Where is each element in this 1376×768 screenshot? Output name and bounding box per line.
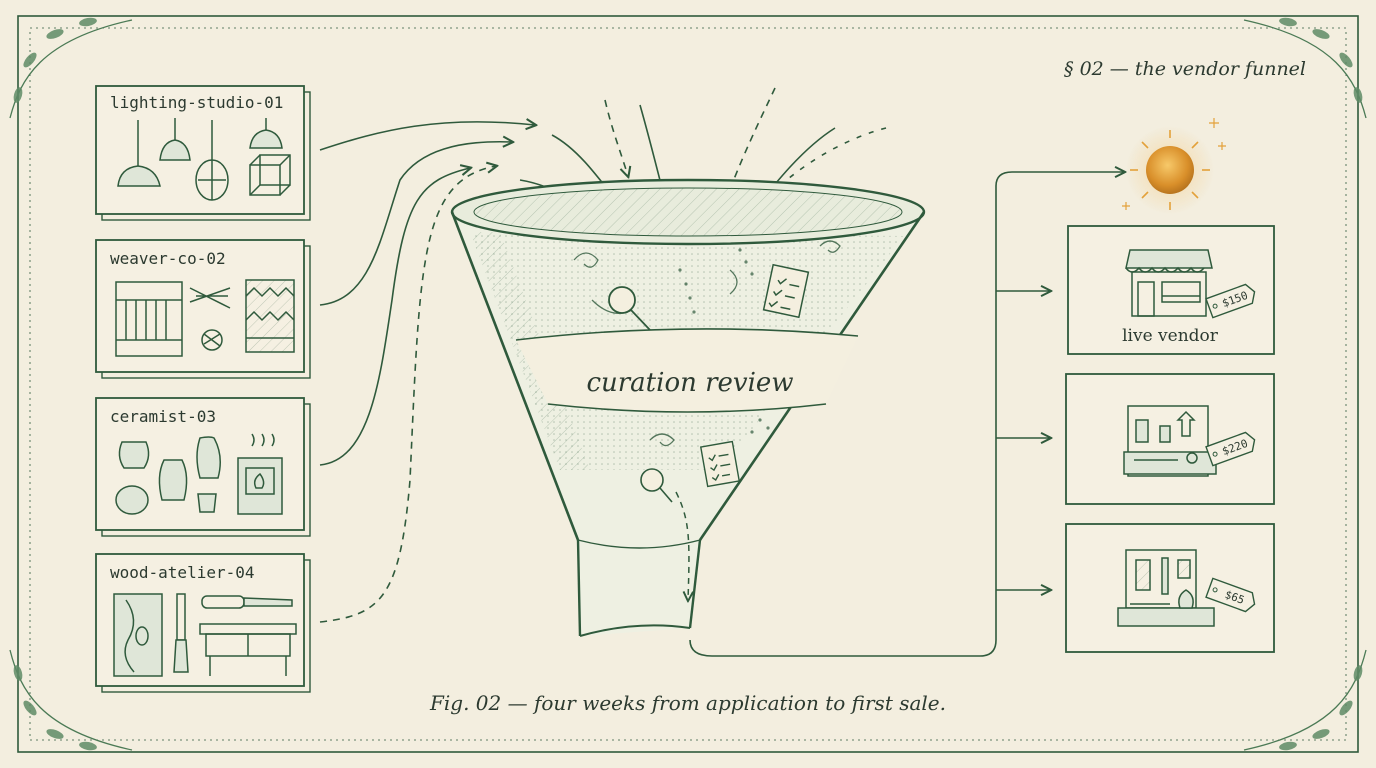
page-frame (17, 15, 1359, 753)
outcome-card-product-display: $220 (1065, 373, 1275, 505)
loom-and-textiles-icon (115, 279, 295, 357)
applicant-id: weaver-co-02 (110, 249, 226, 268)
craft-display-icon (1117, 549, 1215, 627)
outflow-arrows (689, 172, 1124, 657)
applicant-card-lighting-studio: lighting-studio-01 (95, 85, 311, 221)
applicant-card-ceramist: ceramist-03 (95, 397, 311, 537)
price-tag-icon: $65 (1205, 577, 1256, 613)
sun-icon (1122, 118, 1226, 214)
price-tag-icon: $220 (1205, 431, 1256, 467)
corner-leaves-icon (13, 17, 1363, 751)
figure-caption: Fig. 02 — four weeks from application to… (429, 691, 946, 715)
product-display-icon (1123, 405, 1217, 477)
applicant-card-weaver-co: weaver-co-02 (95, 239, 311, 379)
corner-vine-ornament-icon (9, 19, 1367, 751)
storefront-icon (1125, 249, 1213, 317)
pendant-lamps-icon (117, 118, 291, 201)
price-label: $65 (1223, 588, 1246, 607)
outcome-card-craft-display: $65 (1065, 523, 1275, 653)
applicant-id: wood-atelier-04 (110, 563, 255, 582)
section-heading: § 02 — the vendor funnel (1064, 58, 1306, 80)
magnifier-icon (608, 286, 651, 331)
pottery-and-kiln-icon (115, 433, 283, 515)
applicant-card-wood-atelier: wood-atelier-04 (95, 553, 311, 693)
woodworking-tools-icon (113, 593, 297, 677)
checklist-icon (762, 263, 810, 319)
magnifier-icon-lower (640, 468, 673, 503)
applicant-id: ceramist-03 (110, 407, 216, 426)
funnel-label: curation review (586, 368, 793, 398)
price-tag-icon: $150 (1205, 283, 1256, 319)
curation-funnel: curation review (450, 178, 926, 637)
outcome-label: live vendor (1122, 326, 1219, 346)
checklist-icon-lower (699, 440, 741, 488)
outcome-card-live-vendor: $150 live vendor (1067, 225, 1275, 355)
applicant-id: lighting-studio-01 (110, 93, 283, 112)
